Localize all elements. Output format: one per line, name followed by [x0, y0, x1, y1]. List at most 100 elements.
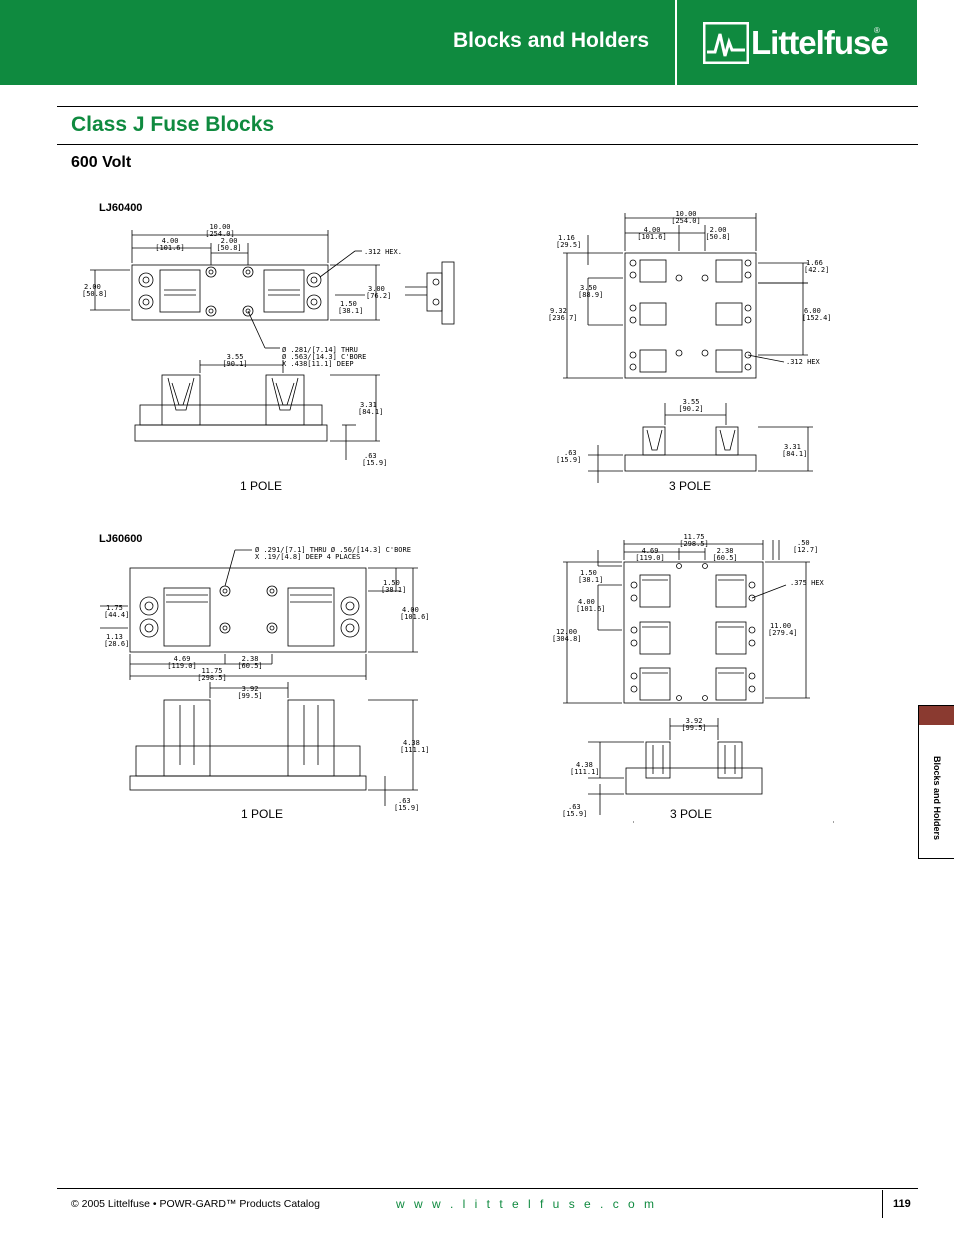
dim-hex: .375 HEX — [790, 579, 825, 587]
header-bar — [0, 0, 917, 85]
dim-left-b: 1.13 — [106, 633, 123, 641]
dim-hole-span: 3.50 — [580, 284, 597, 292]
registered-mark: ® — [874, 26, 880, 35]
dim-overall-depth: 12.00 — [556, 628, 577, 636]
dim-right-offset-mm: [12.7] — [793, 546, 818, 554]
dim-clip-span-mm: [90.1] — [222, 360, 247, 368]
footer-rule — [57, 1188, 918, 1189]
dim-hex: .312 HEX. — [364, 248, 402, 256]
lj60600-3pole-drawing: 11.75 [298.5] 4.69 [119.0] 2.38 [60.5] .… — [552, 533, 834, 823]
dim-overall-width-mm: [254.0] — [671, 217, 701, 225]
dim-height: 4.38 — [403, 739, 420, 747]
dim-left-a-mm: [44.4] — [104, 611, 129, 619]
footer-separator — [882, 1190, 883, 1218]
lj60400-3pole-label: 3 POLE — [669, 479, 712, 493]
dim-hole-span: 4.69 — [174, 655, 191, 663]
dim-clip-span-mm: [90.2] — [678, 405, 703, 413]
voltage-heading: 600 Volt — [71, 154, 132, 171]
dim-left-height-mm: [50.8] — [82, 290, 107, 298]
dim-hole-offset: 1.50 — [340, 300, 357, 308]
dim-top-offset: 1.16 — [558, 234, 575, 242]
dim-overall-width-mm: [298.5] — [679, 540, 709, 548]
dim-base-mm: [15.9] — [394, 804, 419, 812]
dim-right-offset: .50 — [797, 539, 810, 547]
dim-pole-span: 11.00 — [770, 622, 791, 630]
lj60600-3pole-label: 3 POLE — [670, 807, 713, 821]
dim-hole-span-mm: [119.0] — [167, 662, 197, 670]
dim-overall-width: 10.00 — [675, 210, 696, 218]
dim-overall-width-mm: [298.5] — [197, 674, 227, 682]
dim-hex: .312 HEX — [786, 358, 821, 366]
littelfuse-logo-icon — [702, 21, 750, 65]
dim-depth: 3.00 — [368, 285, 385, 293]
dim-base: .63 — [564, 449, 577, 457]
dim-center-span-mm: [50.8] — [705, 233, 730, 241]
dim-depth-mm: [76.2] — [366, 292, 391, 300]
footer-url-link[interactable]: w w w . l i t t e l f u s e . c o m — [396, 1197, 658, 1211]
dim-top-offset: 1.50 — [383, 579, 400, 587]
lj60600-1pole-drawing: Ø .291/[7.1] THRU Ø .56/[14.3] C'BORE X … — [100, 546, 430, 812]
footer-copyright: © 2005 Littelfuse • POWR-GARD™ Products … — [71, 1198, 320, 1210]
side-tab[interactable]: Blocks and Holders — [918, 705, 954, 859]
dim-clip-span-mm: [99.5] — [681, 724, 706, 732]
dim-top-offset-mm: [38.1] — [578, 576, 603, 584]
dim-left-span: 4.00 — [162, 237, 179, 245]
part-number-lj60600: LJ60600 — [99, 533, 143, 545]
dim-pole-span-mm: [279.4] — [768, 629, 798, 637]
page-number: 119 — [893, 1198, 911, 1210]
dim-base-mm: [15.9] — [562, 810, 587, 818]
dim-base: .63 — [568, 803, 581, 811]
dim-pole-pitch: 1.66 — [806, 259, 823, 267]
lj60400-1pole-label: 1 POLE — [240, 479, 283, 493]
dim-pole-span-mm: [152.4] — [802, 314, 832, 322]
dim-height-mm: [111.1] — [400, 746, 430, 754]
dim-hole-span-mm: [88.9] — [578, 291, 603, 299]
dim-left-span: 4.00 — [644, 226, 661, 234]
dim-left-span-mm: [101.6] — [637, 233, 667, 241]
dim-clip-span: 3.55 — [227, 353, 244, 361]
dim-hole-span-mm: [119.0] — [635, 554, 665, 562]
dim-height: 3.31 — [784, 443, 801, 451]
dim-center-span-mm: [60.5] — [712, 554, 737, 562]
dim-inner: 4.00 — [578, 598, 595, 606]
dim-overall-width: 11.75 — [683, 533, 704, 541]
dim-depth: 4.00 — [402, 606, 419, 614]
dim-inner-mm: [101.6] — [576, 605, 606, 613]
title-rule-bottom — [57, 144, 918, 145]
dim-height-mm: [84.1] — [782, 450, 807, 458]
dim-top-offset-mm: [29.5] — [556, 241, 581, 249]
littelfuse-logo[interactable]: Littelfuse ® — [702, 21, 893, 68]
title-rule-top — [57, 106, 918, 107]
hole-note-2: X .19/[4.8] DEEP 4 PLACES — [255, 553, 360, 561]
dim-center-span: 2.00 — [221, 237, 238, 245]
dim-left-b-mm: [28.6] — [104, 640, 129, 648]
dim-pole-span: 6.00 — [804, 307, 821, 315]
hole-note-2: Ø .563/[14.3] C'BORE — [282, 353, 366, 361]
side-tab-color-block — [919, 706, 954, 725]
hole-note-1: Ø .291/[7.1] THRU Ø .56/[14.3] C'BORE — [255, 546, 411, 554]
dim-overall-width: 11.75 — [201, 667, 222, 675]
dim-center-span-mm: [50.8] — [216, 244, 241, 252]
dim-center-span: 2.00 — [710, 226, 727, 234]
side-tab-label: Blocks and Holders — [932, 755, 942, 841]
dim-top-offset-mm: [38.1] — [381, 586, 406, 594]
dim-overall-depth: 9.32 — [550, 307, 567, 315]
dim-hole-offset-mm: [38.1] — [338, 307, 363, 315]
part-number-lj60400: LJ60400 — [99, 202, 143, 214]
header-divider — [675, 0, 677, 85]
dim-overall-depth-mm: [236.7] — [548, 314, 578, 322]
dim-base-mm: [15.9] — [556, 456, 581, 464]
dim-height: 4.38 — [576, 761, 593, 769]
dim-left-height: 2.00 — [84, 283, 101, 291]
dim-left-span-mm: [101.6] — [155, 244, 185, 252]
dim-overall-depth-mm: [304.8] — [552, 635, 582, 643]
dim-height-mm: [84.1] — [358, 408, 383, 416]
dim-overall-width: 10.00 — [209, 223, 230, 231]
lj60600-1pole-label: 1 POLE — [241, 807, 284, 821]
dim-pole-pitch-mm: [42.2] — [804, 266, 829, 274]
hole-note-1: Ø .281/[7.14] THRU — [282, 346, 358, 354]
dim-left-a: 1.75 — [106, 604, 123, 612]
page-title: Class J Fuse Blocks — [71, 113, 275, 136]
dim-depth-mm: [101.6] — [400, 613, 430, 621]
dim-base-mm: [15.9] — [362, 459, 387, 467]
